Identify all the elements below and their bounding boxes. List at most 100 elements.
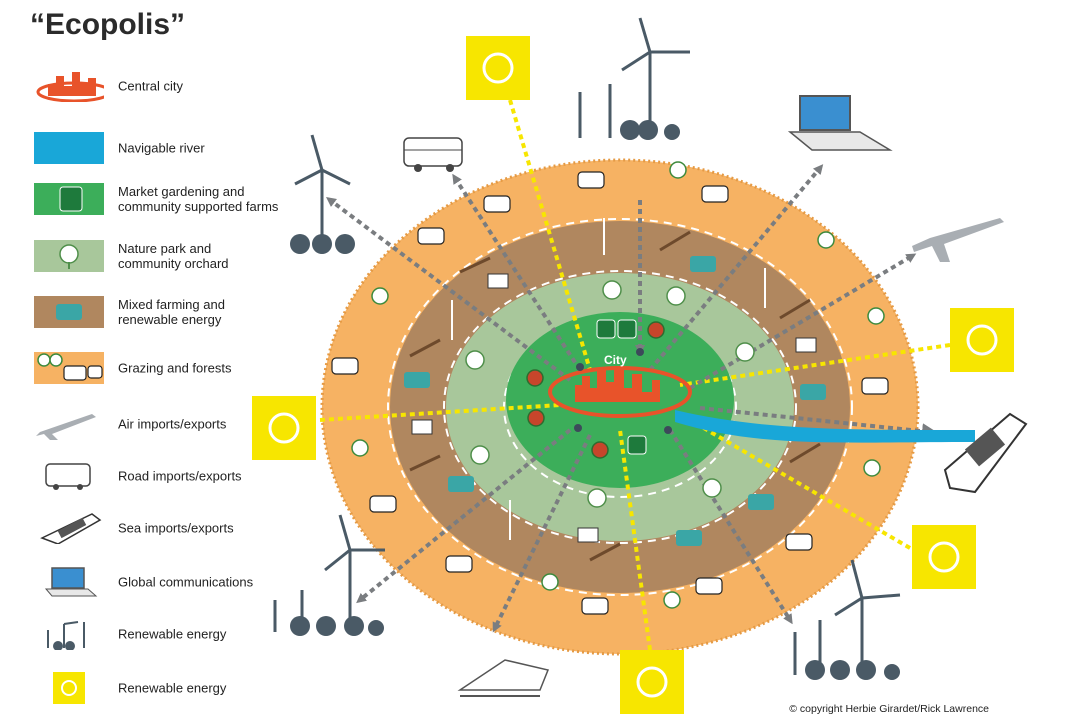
cow-icon [861,377,889,395]
legend-label: Navigable river [118,140,205,156]
mixed-farming-icons [404,218,826,562]
orchard-tree-icon [591,441,609,459]
cow-icon [417,227,445,245]
legend-item-sea: Sea imports/exports [28,508,328,548]
sun-tile [912,525,976,589]
junction-dot [574,424,582,432]
tractor-icon [404,372,430,388]
comms-arrow [648,164,824,372]
legend-label: Global communications [118,574,254,590]
cow-icon [695,577,723,595]
cargo-ship [943,412,1028,494]
legend-item-renewable-solar: Renewable energy [28,668,328,708]
laptop [787,95,893,151]
bus [403,137,463,172]
mixed-ring-border [443,270,797,544]
tree-icon [465,350,485,370]
orchard-tree-icon [527,409,545,427]
sun-icon [928,541,960,573]
airplane-icon [36,414,96,440]
cow-icon [785,533,813,551]
junction-dot [576,363,584,371]
sun-tile [620,650,684,714]
bus-icon [45,463,91,490]
central-city: City [548,353,692,418]
tractor-icon [448,476,474,492]
field-furrow-icon [589,542,621,562]
energy-arrow [326,197,572,382]
cow-icon [331,357,359,375]
legend-label: Road imports/exports [118,468,242,484]
field-furrow-icon [409,338,441,358]
forest-icon [817,231,835,249]
orchard-tree-icon [647,321,665,339]
junction-dots [574,348,672,434]
wind-turbine-icon [273,514,385,636]
grazing-icons [331,161,889,615]
field-furrow-icon [659,230,691,252]
cow-icon [581,597,609,615]
field-furrow-icon [779,298,811,320]
forest-icon [351,439,369,457]
legend-label: Renewable energy [118,626,227,642]
cow-icon [577,171,605,189]
legend-item-road: Road imports/exports [28,456,328,496]
legend-label: Market gardening and community supported… [118,184,279,214]
road-arrow [452,173,582,372]
sun-tile [252,396,316,460]
forest-icon [863,459,881,477]
tractor-icon [748,494,774,510]
tractor-icon [800,384,826,400]
copyright-notice: © copyright Herbie Girardet/Rick Lawrenc… [789,703,989,715]
legend-label: Sea imports/exports [118,520,234,536]
sun-icon [636,666,668,698]
legend-label: Grazing and forests [118,360,232,376]
river-swatch [34,132,104,164]
train-icon [457,659,550,691]
suns [252,36,1014,714]
tree-icon [702,478,722,498]
navigable-river [675,410,975,443]
field-furrow-icon [459,256,491,274]
solar-ray [508,99,592,371]
wind-turbine-icon [793,559,901,680]
wind-turbine-icon [578,17,690,140]
market-garden-icon [617,319,637,339]
cow-icon [445,555,473,573]
sun-icon [966,324,998,356]
cow-icon [483,195,511,213]
legend-item-global-comms: Global communications [28,562,328,602]
solar-panel-icon [577,527,599,543]
solar-panel-icon [487,273,509,289]
wind-turbine-icon [47,621,85,650]
train [457,659,550,697]
forest-icon [371,287,389,305]
legend-label: Air imports/exports [118,416,227,432]
market-garden-icon [34,183,104,215]
tree-icon [587,488,607,508]
field-furrow-icon [789,442,821,464]
solar-ray [618,429,652,651]
solar-ray [319,403,561,422]
forest-icon [663,591,681,609]
legend-label: Mixed farming and renewable energy [118,297,225,327]
tree-icon [735,342,755,362]
solar-panel-icon [795,337,817,353]
bus-icon [403,137,463,167]
airplane [912,218,1004,262]
laptop-icon [799,95,851,131]
forest-icon [867,307,885,325]
legend-item-mixed-farming: Mixed farming and renewable energy [28,292,328,332]
legend-item-navigable-river: Navigable river [28,128,328,168]
sun-icon [482,52,514,84]
laptop-icon [44,567,98,597]
solar-rays [319,99,951,651]
market-garden-icon [596,319,616,339]
energy-arrow [356,428,572,604]
solar-ray [679,343,951,387]
legend-item-central-city: Central city [28,66,328,106]
tree-icon [666,286,686,306]
cow-icon [369,495,397,513]
tractor-icon [34,296,104,328]
